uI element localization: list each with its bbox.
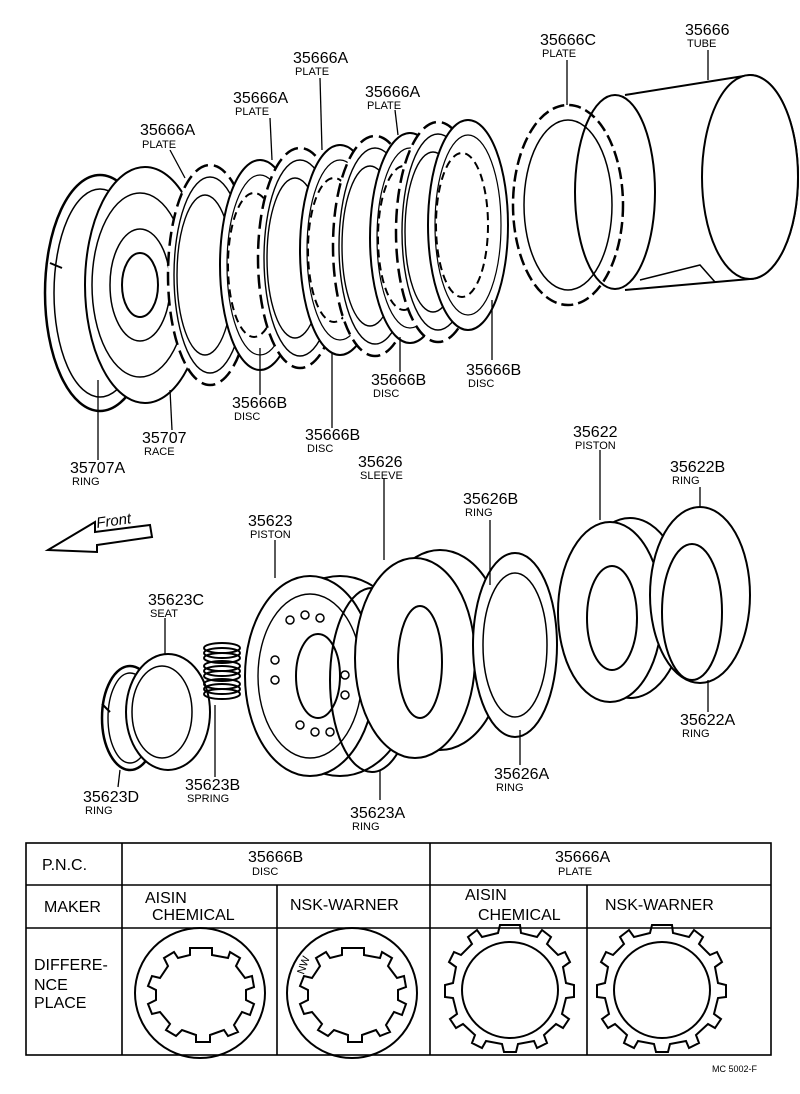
disc-aisin-icon bbox=[134, 927, 266, 1059]
callout-35707a-pn: 35707A bbox=[70, 460, 125, 477]
callout-35622b-name: RING bbox=[672, 475, 700, 487]
callout-35666b-2-name: DISC bbox=[307, 443, 333, 455]
leader-lines-lower bbox=[117, 450, 709, 800]
table-disc-name: DISC bbox=[252, 866, 278, 878]
callout-35623a-name: RING bbox=[352, 821, 380, 833]
callout-35623c-pn: 35623C bbox=[148, 592, 204, 609]
sleeve-35626 bbox=[354, 549, 506, 759]
callout-35707-name: RACE bbox=[144, 446, 175, 458]
callout-35666-pn: 35666 bbox=[685, 22, 730, 39]
callout-35626b-pn: 35626B bbox=[463, 491, 518, 508]
table-pnc-label: P.N.C. bbox=[42, 857, 87, 874]
plate-aisin-icon bbox=[444, 924, 575, 1053]
callout-35666b-2-pn: 35666B bbox=[305, 427, 360, 444]
table-plate-maker-2: NSK-WARNER bbox=[605, 897, 714, 914]
spring-35623b bbox=[203, 642, 241, 700]
callout-35623b-name: SPRING bbox=[187, 793, 229, 805]
callout-35666a-3-pn: 35666A bbox=[293, 50, 348, 67]
callout-35666b-4-pn: 35666B bbox=[466, 362, 521, 379]
table-plate-name: PLATE bbox=[558, 866, 592, 878]
tube-35666 bbox=[574, 73, 799, 291]
callout-35623d-pn: 35623D bbox=[83, 789, 139, 806]
disc-nsk-icon bbox=[286, 927, 418, 1059]
table-disc-maker-2: NSK-WARNER bbox=[290, 897, 399, 914]
footer-code: MC 5002-F bbox=[712, 1064, 758, 1074]
table-disc-maker-1-line-1: AISIN bbox=[145, 890, 187, 907]
callout-35666a-2-name: PLATE bbox=[235, 106, 269, 118]
table-difference-line-1: DIFFERE- bbox=[34, 957, 108, 974]
callout-35626a-name: RING bbox=[496, 782, 524, 794]
table-plate-maker-1-line-2: CHEMICAL bbox=[478, 907, 561, 924]
callout-35622a-pn: 35622A bbox=[680, 712, 735, 729]
callout-35623-pn: 35623 bbox=[248, 513, 293, 530]
callout-35666c-pn: 35666C bbox=[540, 32, 596, 49]
callout-35626b-name: RING bbox=[465, 507, 493, 519]
plate-nsk-icon bbox=[596, 924, 727, 1053]
ring-35622b bbox=[649, 506, 751, 684]
disc-35666b-4 bbox=[427, 119, 509, 331]
callout-35626-pn: 35626 bbox=[358, 454, 403, 471]
callout-35666a-1-name: PLATE bbox=[142, 139, 176, 151]
callout-35623a-pn: 35623A bbox=[350, 805, 405, 822]
callout-35622a-name: RING bbox=[682, 728, 710, 740]
difference-table bbox=[25, 842, 772, 1056]
table-plate-maker-1-line-1: AISIN bbox=[465, 887, 507, 904]
table-maker-label: MAKER bbox=[44, 899, 101, 916]
callout-35666a-4-name: PLATE bbox=[367, 100, 401, 112]
callout-35623c-name: SEAT bbox=[150, 608, 178, 620]
callout-35622-pn: 35622 bbox=[573, 424, 618, 441]
table-disc-pn: 35666B bbox=[248, 849, 303, 866]
ring-35622a bbox=[661, 543, 723, 681]
callout-35666b-3-name: DISC bbox=[373, 388, 399, 400]
ring-35626b bbox=[472, 552, 558, 738]
callout-35666a-2-pn: 35666A bbox=[233, 90, 288, 107]
table-plate-pn: 35666A bbox=[555, 849, 610, 866]
table-difference-line-2: NCE bbox=[34, 977, 68, 994]
seat-35623c bbox=[125, 653, 211, 771]
callout-35707-pn: 35707 bbox=[142, 430, 187, 447]
callout-35622b-pn: 35622B bbox=[670, 459, 725, 476]
callout-35626a-pn: 35626A bbox=[494, 766, 549, 783]
callout-35666c-name: PLATE bbox=[542, 48, 576, 60]
callout-35666b-3-pn: 35666B bbox=[371, 372, 426, 389]
callout-35666a-4-pn: 35666A bbox=[365, 84, 420, 101]
callout-35623b-pn: 35623B bbox=[185, 777, 240, 794]
front-label: Front bbox=[95, 510, 133, 532]
callout-35666b-4-name: DISC bbox=[468, 378, 494, 390]
callout-35623d-name: RING bbox=[85, 805, 113, 817]
callout-35666b-1-name: DISC bbox=[234, 411, 260, 423]
callout-35666a-3-name: PLATE bbox=[295, 66, 329, 78]
callout-35666-name: TUBE bbox=[687, 38, 716, 50]
callout-35666b-1-pn: 35666B bbox=[232, 395, 287, 412]
callout-35707a-name: RING bbox=[72, 476, 100, 488]
table-disc-maker-1-line-2: CHEMICAL bbox=[152, 907, 235, 924]
callout-35666a-1-pn: 35666A bbox=[140, 122, 195, 139]
callout-35626-name: SLEEVE bbox=[360, 470, 403, 482]
callout-35623-name: PISTON bbox=[250, 529, 291, 541]
front-arrow: Front bbox=[44, 510, 154, 554]
leader-lines-upper bbox=[97, 50, 709, 460]
callout-35622-name: PISTON bbox=[575, 440, 616, 452]
plate-35666c bbox=[511, 103, 625, 307]
table-difference-line-3: PLACE bbox=[34, 995, 86, 1012]
